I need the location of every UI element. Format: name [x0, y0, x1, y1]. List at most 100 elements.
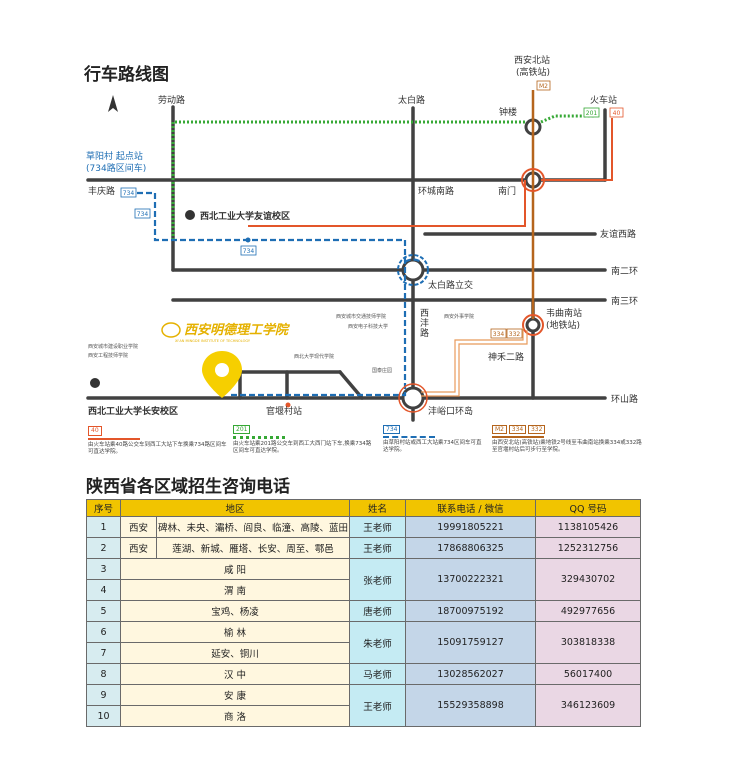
- cell-city: 西安: [120, 537, 157, 559]
- road-network: [86, 105, 607, 422]
- poi-jiaotong: 西安城市交通技师学院: [336, 313, 386, 320]
- cell-qq: 56017400: [535, 663, 642, 685]
- badge-734-fengqing: 734: [120, 187, 137, 198]
- badge-734-side: 734: [134, 208, 151, 219]
- cell-city: 西安: [120, 516, 157, 538]
- school-logo: 西安明德理工学院 XI'AN MINGDE INSTITUTE OF TECHN…: [161, 322, 291, 343]
- cell-tel[interactable]: 17868806325: [405, 537, 537, 559]
- svg-text:332: 332: [509, 331, 521, 338]
- poi-dianzi: 西安电子科技大学: [348, 323, 388, 330]
- cell-area: 商 洛: [119, 705, 351, 727]
- route-map: 西安明德理工学院 XI'AN MINGDE INSTITUTE OF TECHN…: [86, 54, 638, 422]
- cell-area: 安 康: [119, 684, 351, 706]
- cell-seq: 6: [86, 621, 121, 643]
- header-area: 地区: [119, 499, 351, 517]
- svg-text:M2: M2: [539, 83, 548, 90]
- cell-tel[interactable]: 18700975192: [405, 600, 537, 622]
- label-guanzhuang: 官堰村站: [266, 405, 302, 417]
- badge-334: 334: [490, 328, 507, 339]
- label-nan3: 南三环: [611, 295, 638, 307]
- changan-campus-dot: [90, 378, 100, 388]
- label-changan-campus: 西北工业大学长安校区: [88, 405, 178, 417]
- table-row: 2 西安 莲湖、新城、雁塔、长安、周至、鄠邑 王老师 17868806325 1…: [86, 537, 642, 559]
- legend-metro-m2: M2 334 332 由西安北站(高铁站)乘地铁2号线至韦曲南站换乘334或33…: [492, 425, 642, 453]
- bus-734-route: [137, 191, 422, 397]
- cell-tel[interactable]: 13028562027: [405, 663, 537, 685]
- cell-name: 唐老师: [349, 600, 407, 622]
- cell-name: 王老师: [349, 684, 407, 727]
- poi-beida: 西北大学现代学院: [294, 353, 334, 360]
- poi-jianzhu: 西安城市建设职业学院: [88, 343, 138, 350]
- bus-40-route: [248, 118, 613, 336]
- cell-tel[interactable]: 13700222321: [405, 558, 537, 601]
- bus-334-332-route: [421, 328, 528, 397]
- bus-201-route: [171, 114, 595, 240]
- label-taibai-interchange: 太白路立交: [428, 279, 473, 291]
- svg-text:XI'AN MINGDE INSTITUTE OF TECH: XI'AN MINGDE INSTITUTE OF TECHNOLOGY: [175, 339, 251, 343]
- table-header-row: 序号 地区 姓名 联系电话 / 微信 QQ 号码: [86, 499, 642, 517]
- legend-bus-40: 40 由火车站乘40路公交车到西工大站下车换乘734路区间车可直达学院。: [88, 426, 227, 455]
- label-caoyang: 草阳村 起点站: [86, 150, 143, 162]
- cell-seq: 5: [86, 600, 121, 622]
- cell-seq: 3: [86, 558, 121, 580]
- svg-text:734: 734: [243, 248, 255, 255]
- label-youyi-road: 友谊西路: [600, 228, 636, 240]
- cell-qq: 492977656: [535, 600, 642, 622]
- cell-area: 汉 中: [119, 663, 351, 685]
- label-huoche: 火车站: [590, 94, 617, 106]
- cell-qq: 1138105426: [535, 516, 642, 538]
- cell-area: 碑林、未央、灞桥、阎良、临潼、高陵、蓝田: [155, 516, 351, 538]
- badge-201: 201: [583, 107, 600, 118]
- label-laodong: 劳动路: [158, 94, 185, 106]
- label-xifeng-1: 西: [420, 308, 429, 319]
- legend-bus-734: 734 由草阳村站或西工大站乘734区间车可直达学院。: [383, 425, 482, 453]
- label-huancheng: 环城南路: [418, 185, 454, 197]
- youyi-campus-dot: [185, 210, 195, 220]
- cell-seq: 4: [86, 579, 121, 601]
- badge-m2: M2: [536, 80, 551, 91]
- label-fengqing: 丰庆路: [88, 185, 115, 197]
- cell-tel[interactable]: 19991805221: [405, 516, 537, 538]
- map-title: 行车路线图: [84, 65, 169, 85]
- legend-bus-201: 201 由火车站乘201路公交车到西工大西门站下车,换乘734路区间车可直达学院…: [233, 425, 372, 454]
- poi-guotai: 国泰庄园: [372, 367, 392, 374]
- label-taibai: 太白路: [398, 94, 425, 106]
- table-row: 1 西安 碑林、未央、灞桥、阎良、临潼、高陵、蓝田 王老师 1999180522…: [86, 516, 642, 538]
- cell-area: 榆 林: [119, 621, 351, 643]
- contact-table: 序号 地区 姓名 联系电话 / 微信 QQ 号码 1 西安 碑林、未央、灞桥、阎…: [86, 499, 642, 727]
- svg-text:334: 334: [493, 331, 505, 338]
- label-weiqu-sub: (地铁站): [546, 319, 580, 331]
- cell-name: 马老师: [349, 663, 407, 685]
- cell-name: 张老师: [349, 558, 407, 601]
- label-xifeng-3: 路: [420, 327, 429, 339]
- label-xian-north: 西安北站: [514, 54, 550, 66]
- cell-name: 朱老师: [349, 621, 407, 664]
- label-shenhe: 神禾二路: [488, 351, 524, 363]
- table-title: 陕西省各区域招生咨询电话: [86, 477, 290, 497]
- cell-area: 延安、铜川: [119, 642, 351, 664]
- cell-tel[interactable]: 15091759127: [405, 621, 537, 664]
- svg-text:西安明德理工学院: 西安明德理工学院: [184, 322, 291, 338]
- header-qq: QQ 号码: [535, 499, 642, 517]
- svg-text:734: 734: [137, 211, 149, 218]
- school-location-pin-icon: [202, 351, 242, 398]
- cell-tel[interactable]: 15529358898: [405, 684, 537, 727]
- poi-waishi: 西安外事学院: [444, 313, 474, 320]
- table-row: 3 咸 阳 张老师 13700222321 329430702: [86, 558, 642, 601]
- cell-area: 宝鸡、杨凌: [119, 600, 351, 622]
- cell-area: 莲湖、新城、雁塔、长安、周至、鄠邑: [155, 537, 351, 559]
- header-name: 姓名: [349, 499, 407, 517]
- svg-text:40: 40: [613, 110, 621, 117]
- label-nanmen: 南门: [498, 185, 516, 197]
- label-xifeng-2: 沣: [420, 317, 429, 329]
- table-row: 8 汉 中 马老师 13028562027 56017400: [86, 663, 642, 685]
- table-row: 4 渭 南: [86, 579, 641, 601]
- cell-seq: 7: [86, 642, 121, 664]
- label-zhonglou: 钟楼: [499, 106, 517, 118]
- cell-area: 渭 南: [119, 579, 351, 601]
- table-row: 10 商 洛: [86, 705, 641, 727]
- table-row: 5 宝鸡、杨凌 唐老师 18700975192 492977656: [86, 600, 642, 622]
- cell-area: 咸 阳: [119, 558, 351, 580]
- cell-qq: 329430702: [535, 558, 642, 601]
- badge-734-youyi: 734: [240, 245, 257, 256]
